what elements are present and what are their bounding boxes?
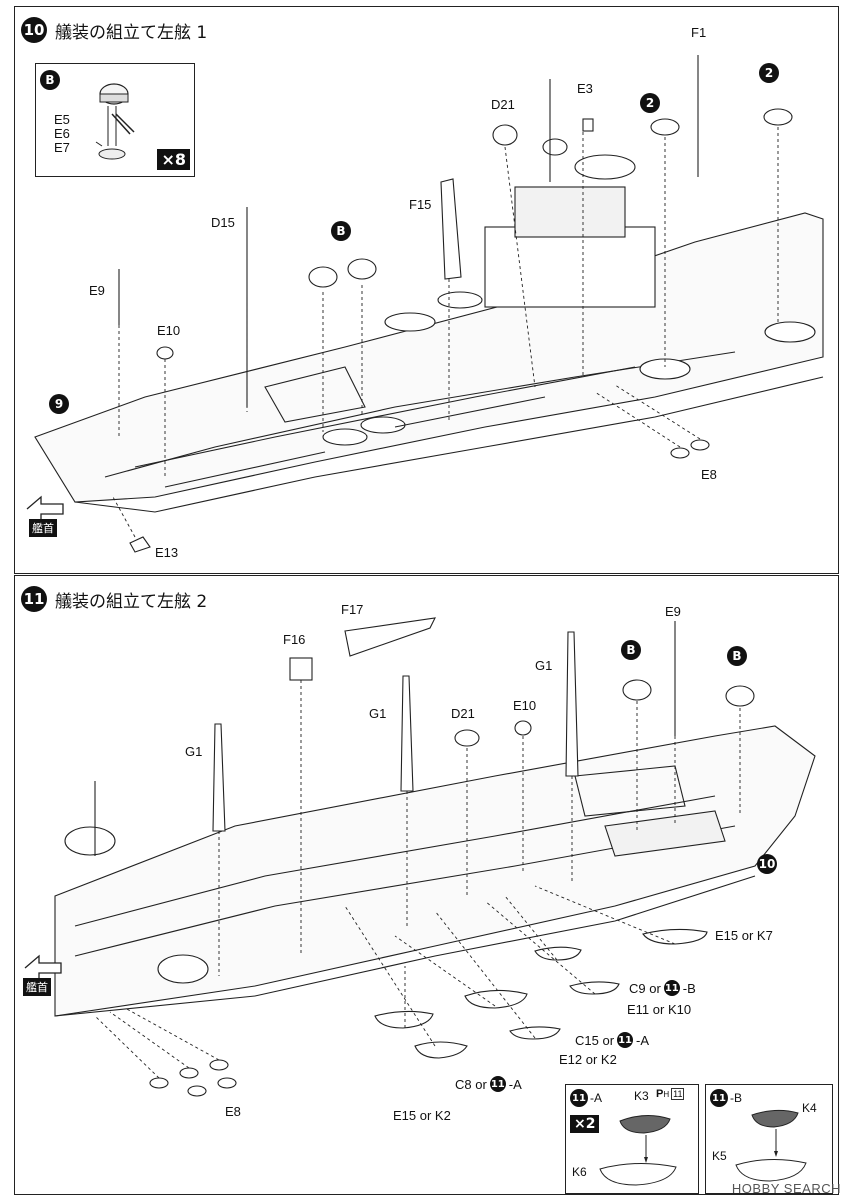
- inset-11b-title: 11 -B: [710, 1089, 742, 1107]
- part-label-e12-k2: E12 or K2: [559, 1052, 617, 1067]
- c15-suffix: -A: [636, 1032, 650, 1048]
- step-11-number: 11: [21, 586, 47, 612]
- watermark: HOBBY SEARCH: [731, 1181, 841, 1196]
- ref-marker-b-1: B: [621, 640, 641, 660]
- bow-arrow-icon: [24, 954, 62, 978]
- step-11-panel: 11 艤装の組立て左舷 2: [14, 575, 839, 1195]
- ref-marker-11: 11: [489, 1076, 506, 1092]
- part-label-f15: F15: [409, 197, 432, 212]
- ref-marker-11: 11: [663, 980, 680, 996]
- inset-11a: 11 -A K3 P H 11 ×2 K6: [565, 1084, 699, 1194]
- bow-label: 艦首: [23, 978, 51, 996]
- part-label-f16: F16: [283, 632, 306, 647]
- part-label-k4: K4: [802, 1101, 817, 1115]
- step-11-header: 11 艤装の組立て左舷 2: [21, 586, 207, 612]
- step-10-header: 10 艤装の組立て左舷 1: [21, 17, 207, 43]
- part-label-f1: F1: [691, 25, 707, 40]
- inset-11a-suffix: -A: [590, 1091, 602, 1105]
- step-10-title: 艤装の組立て左舷 1: [55, 22, 208, 43]
- ref-marker-2a: 2: [640, 93, 660, 113]
- c15-text: C15 or: [575, 1032, 615, 1048]
- photo-etch-num: 11: [671, 1088, 685, 1100]
- bow-label: 艦首: [29, 519, 57, 537]
- part-label-d21: D21: [491, 97, 515, 112]
- ref-marker-2b: 2: [759, 63, 779, 83]
- part-label-e11-k10: E11 or K10: [627, 1002, 692, 1017]
- c9-suffix: -B: [682, 980, 696, 996]
- part-label-e9: E9: [665, 604, 681, 619]
- part-label-c8-or-11a: C8 or 11 -A: [455, 1076, 522, 1092]
- inset-11b: 11 -B K4 K5: [705, 1084, 833, 1194]
- c8-suffix: -A: [508, 1076, 522, 1092]
- part-label-e6: E6: [54, 126, 70, 141]
- inset-11b-num: 11: [710, 1089, 728, 1107]
- ref-marker-10: 10: [757, 854, 777, 874]
- inset-11a-multiplier: ×2: [570, 1115, 600, 1133]
- part-label-e15-k7: E15 or K7: [715, 928, 773, 943]
- part-label-k3: K3: [634, 1089, 649, 1103]
- part-label-f17: F17: [341, 602, 364, 617]
- photo-etch-h: H: [663, 1089, 670, 1099]
- ref-marker-11: 11: [617, 1032, 634, 1048]
- part-label-e13: E13: [155, 545, 179, 560]
- part-label-g1-mid: G1: [369, 706, 387, 721]
- inset-b-multiplier: ×8: [157, 149, 190, 170]
- part-label-e10: E10: [157, 323, 181, 338]
- part-label-e8: E8: [225, 1104, 241, 1119]
- step-10-number: 10: [21, 17, 47, 43]
- inset-b-marker: B: [40, 70, 60, 90]
- part-label-e8: E8: [701, 467, 717, 482]
- part-label-e7: E7: [54, 140, 70, 155]
- part-label-c15-or-11a: C15 or 11 -A: [575, 1032, 649, 1048]
- c8-text: C8 or: [455, 1076, 487, 1092]
- part-label-g1-left: G1: [185, 744, 203, 759]
- part-label-d21: D21: [451, 706, 475, 721]
- bow-arrow-icon: [26, 495, 64, 519]
- ref-marker-b-2: B: [727, 646, 747, 666]
- inset-11a-title: 11 -A: [570, 1089, 602, 1107]
- step-11-title: 艤装の組立て左舷 2: [55, 591, 208, 612]
- part-label-e15-k2: E15 or K2: [393, 1108, 451, 1123]
- inset-11b-suffix: -B: [730, 1091, 742, 1105]
- inset-b-turret: B E5 E6 E7 ×8: [35, 63, 195, 177]
- part-label-e3: E3: [577, 81, 593, 96]
- ref-marker-b: B: [331, 221, 351, 241]
- part-label-c9-or-11b: C9 or 11 -B: [629, 980, 696, 996]
- part-label-e5: E5: [54, 112, 70, 127]
- part-label-g1-right: G1: [535, 658, 553, 673]
- c9-text: C9 or: [629, 980, 661, 996]
- part-label-d15: D15: [211, 215, 235, 230]
- part-label-e9: E9: [89, 283, 105, 298]
- ref-marker-9: 9: [49, 394, 69, 414]
- step-10-panel: 10 艤装の組立て左舷 1 B E5 E6 E7 ×8: [14, 6, 839, 574]
- photo-etch-marker: P H 11: [656, 1088, 685, 1100]
- inset-11a-num: 11: [570, 1089, 588, 1107]
- photo-etch-p: P: [656, 1088, 664, 1100]
- part-label-e10: E10: [513, 698, 537, 713]
- part-label-k6: K6: [572, 1165, 587, 1179]
- part-label-k5: K5: [712, 1149, 727, 1163]
